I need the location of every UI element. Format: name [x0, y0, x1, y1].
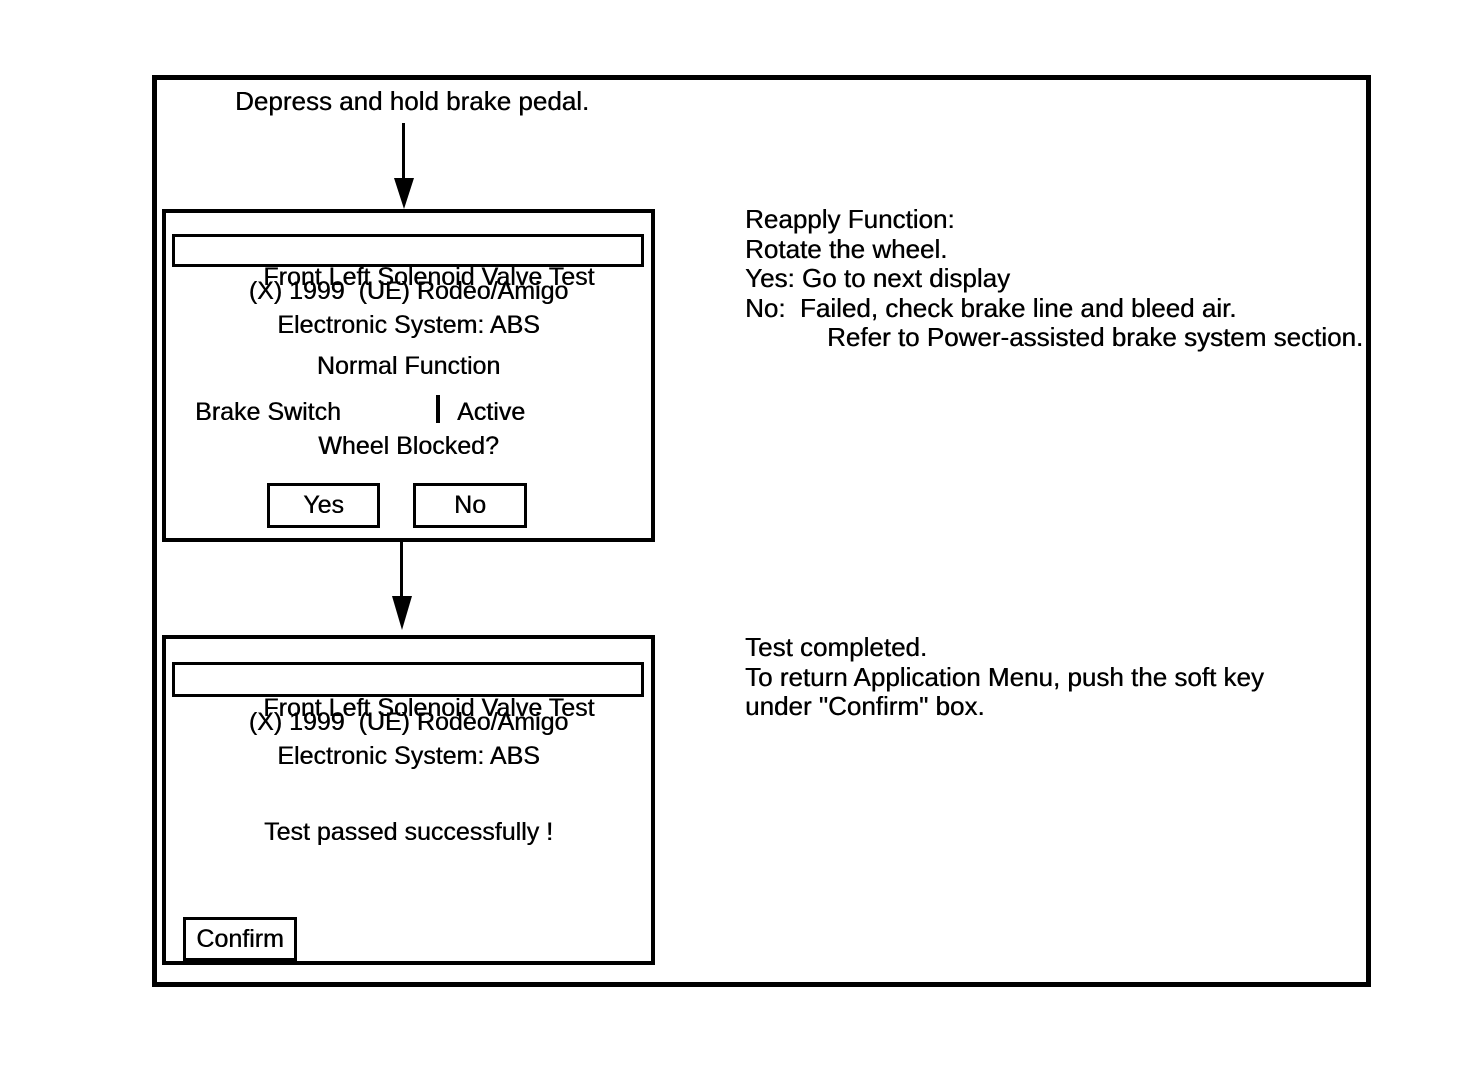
screen1-vehicle: (X) 1999 (UE) Rodeo/Amigo [248, 277, 569, 305]
outer-frame [152, 75, 1371, 987]
screen2-result: Test passed successfully ! [263, 818, 553, 846]
screen1-display: Front Left Solenoid Valve Test (X) 1999 … [162, 209, 655, 542]
yes-button[interactable]: Yes [267, 483, 380, 528]
note-line: Yes: Go to next display [745, 263, 1010, 293]
screen2-notes: Test completed. To return Application Me… [745, 632, 1264, 722]
param-value-divider [436, 395, 440, 423]
flow-arrow-2-head-icon [392, 596, 412, 630]
screen2-display: Front Left Solenoid Valve Test (X) 1999 … [162, 635, 655, 965]
screen1-question: Wheel Blocked? [318, 432, 499, 460]
screen1-mode: Normal Function [316, 352, 501, 380]
note-line: under "Confirm" box. [745, 691, 985, 721]
screen2-system: Electronic System: ABS [277, 742, 540, 770]
flow-arrow-1-head-icon [394, 178, 414, 209]
no-button[interactable]: No [413, 483, 527, 528]
flow-arrow-1-shaft-icon [402, 123, 405, 178]
note-line: To return Application Menu, push the sof… [745, 661, 1264, 692]
screen2-title-box: Front Left Solenoid Valve Test [172, 662, 644, 722]
screen1-param-label: Brake Switch [195, 398, 341, 426]
screen1-system: Electronic System: ABS [277, 311, 540, 339]
screen1-title: Front Left Solenoid Valve Test [263, 263, 595, 291]
screen2-title: Front Left Solenoid Valve Test [263, 694, 595, 722]
step-caption: Depress and hold brake pedal. [235, 86, 590, 116]
screen1-title-box: Front Left Solenoid Valve Test [172, 234, 644, 291]
screen1-notes: Reapply Function: Rotate the wheel. Yes:… [745, 204, 1364, 353]
note-line: No: Failed, check brake line and bleed a… [745, 292, 1237, 323]
screen1-param-value: Active [457, 398, 526, 426]
note-line: Test completed. [745, 632, 928, 662]
note-line: Rotate the wheel. [745, 233, 948, 264]
note-line: Refer to Power-assisted brake system sec… [827, 322, 1364, 352]
confirm-button[interactable]: Confirm [183, 917, 297, 961]
note-line: Reapply Function: [745, 204, 955, 234]
flow-arrow-2-shaft-icon [400, 542, 403, 596]
screen2-vehicle: (X) 1999 (UE) Rodeo/Amigo [248, 708, 569, 736]
